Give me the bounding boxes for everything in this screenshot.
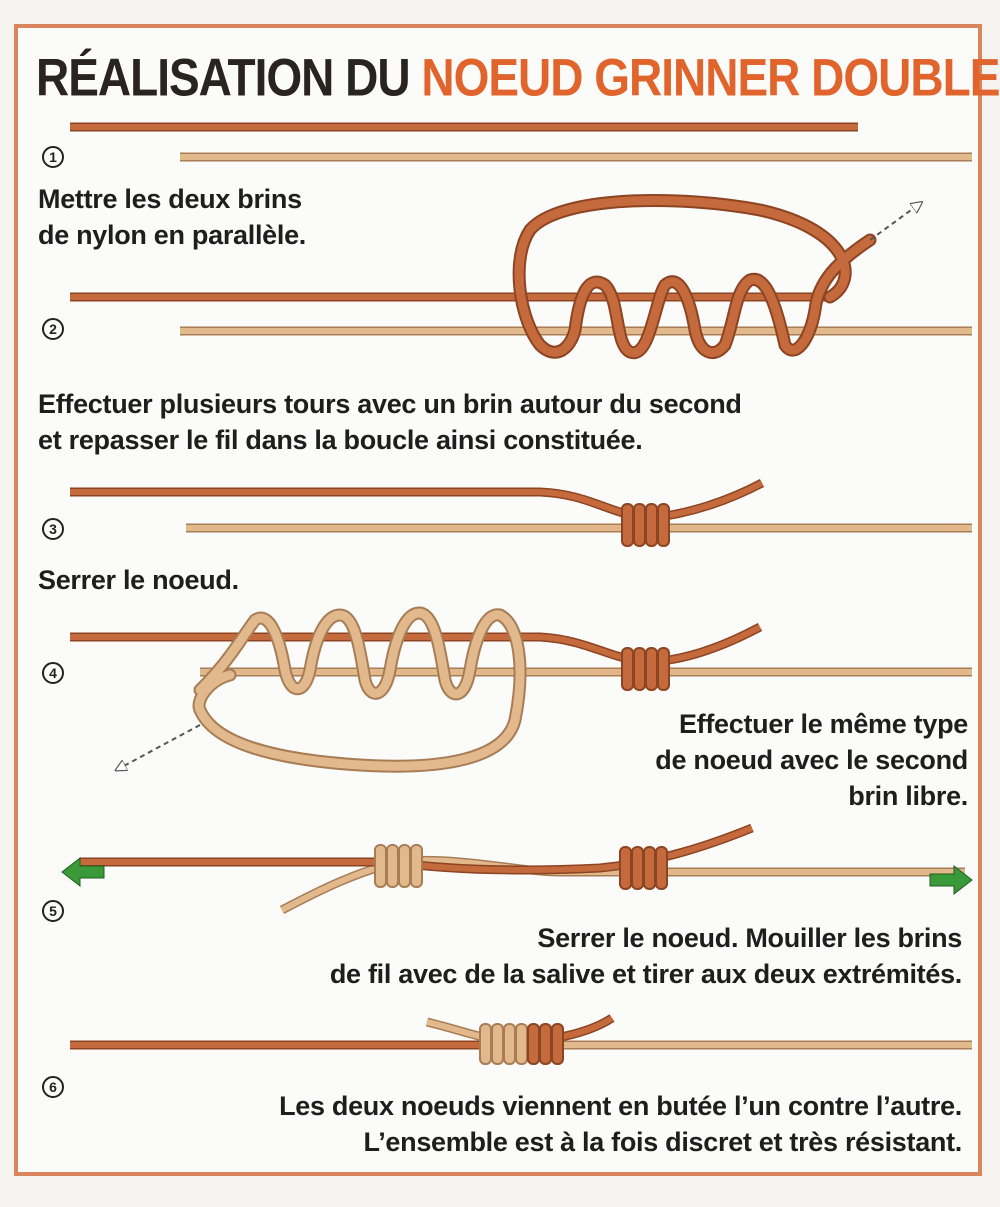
step-4-number: 4 [42,662,64,684]
step-6-illustration [70,1014,972,1065]
step-1-number: 1 [42,146,64,168]
title-part-2: NOEUD GRINNER DOUBLE [421,47,1000,107]
pull-arrow [120,724,201,768]
knot-dark [619,846,668,890]
step-2-text: Effectuer plusieurs tours avec un brin a… [38,389,742,455]
page-title: RÉALISATION DU NOEUD GRINNER DOUBLE [36,46,1000,108]
knot-light [479,1023,528,1065]
step-4-text: Effectuer le même type de noeud avec le … [655,709,968,811]
title-part-1: RÉALISATION DU [36,47,411,107]
step-3-illustration [70,479,972,547]
knot-dark [527,1023,564,1065]
step-3-text: Serrer le noeud. [38,565,239,595]
step-5-illustration [61,823,973,914]
step-2-number: 2 [42,318,64,340]
arrow-left-icon [61,856,105,888]
illustration-frame [14,24,982,1176]
knot-dark [621,647,670,691]
pull-arrow [869,205,918,241]
step-1-illustration [70,122,972,162]
knot-dark [621,503,670,547]
step-1-text: Mettre les deux brins de nylon en parall… [38,184,306,250]
step-6-number: 6 [42,1076,64,1098]
step-6-text: Les deux noeuds viennent en butée l’un c… [279,1091,962,1157]
knot-light [374,844,423,888]
step-5-number: 5 [42,900,64,922]
arrow-right-icon [929,864,973,896]
step-4-illustration [70,606,972,773]
step-2-illustration [70,194,972,359]
step-5-text: Serrer le noeud. Mouiller les brins de f… [329,923,962,989]
step-3-number: 3 [42,518,64,540]
